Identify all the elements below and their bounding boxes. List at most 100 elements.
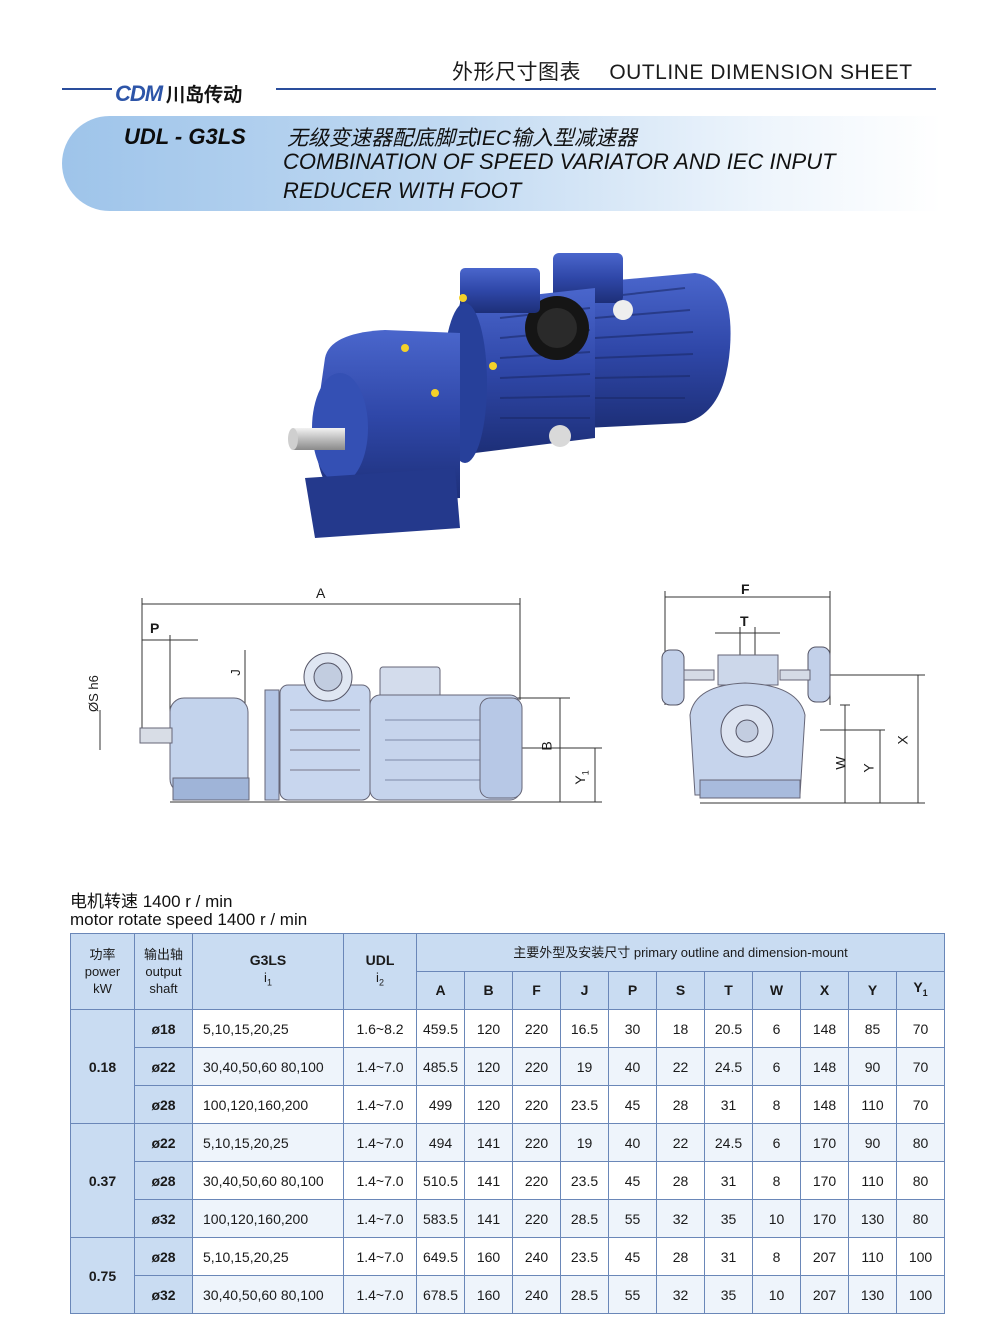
dim-label-y: Y [860,763,877,773]
udl-ratio-cell: 1.4~7.0 [343,1237,417,1276]
dim-cell-t: 24.5 [704,1123,753,1162]
dim-cell-t: 31 [704,1161,753,1200]
dim-cell-p: 45 [608,1161,657,1200]
dim-cell-b: 160 [464,1275,513,1314]
shaft-cell: ø18 [134,1009,193,1048]
dim-cell-j: 23.5 [560,1237,609,1276]
dim-cell-p: 55 [608,1275,657,1314]
dim-cell-y: 100 [896,1237,945,1276]
col-header-a: A [416,971,465,1010]
dim-cell-f: 240 [512,1237,561,1276]
product-title-cn: 无级变速器配底脚式IEC输入型减速器 [287,127,638,150]
product-title-en-line1: COMBINATION OF SPEED VARIATOR AND IEC IN… [283,149,836,174]
g3ls-ratio-cell: 30,40,50,60 80,100 [192,1161,344,1200]
header-rule-right [276,88,936,90]
dim-label-x: X [894,735,911,745]
dim-cell-p: 40 [608,1123,657,1162]
dim-cell-f: 220 [512,1047,561,1086]
dim-cell-t: 35 [704,1275,753,1314]
logo-name: 川岛传动 [166,85,243,106]
dim-cell-s: 22 [656,1047,705,1086]
dim-cell-y: 70 [896,1085,945,1124]
dim-label-a: A [316,585,326,601]
title-banner [62,116,942,211]
g3ls-ratio-cell: 5,10,15,20,25 [192,1123,344,1162]
dim-cell-t: 31 [704,1085,753,1124]
shaft-cell: ø32 [134,1275,193,1314]
g3ls-ratio-cell: 100,120,160,200 [192,1199,344,1238]
dim-cell-t: 20.5 [704,1009,753,1048]
header-rule-left [62,88,112,90]
power-cell: 0.18 [70,1009,135,1124]
dim-label-j: J [227,669,243,676]
dim-label-f: F [741,581,750,597]
dim-cell-j: 23.5 [560,1161,609,1200]
dim-cell-a: 459.5 [416,1009,465,1048]
dim-cell-a: 510.5 [416,1161,465,1200]
side-view-drawing [99,598,602,803]
dim-cell-f: 220 [512,1199,561,1238]
motor-speed-en: motor rotate speed 1400 r / min [70,910,308,929]
dim-cell-j: 19 [560,1047,609,1086]
dim-label-p: P [150,620,160,636]
dim-cell-y: 110 [848,1085,897,1124]
dim-cell-y: 90 [848,1123,897,1162]
dim-cell-y: 110 [848,1161,897,1200]
dim-cell-a: 499 [416,1085,465,1124]
dim-cell-f: 220 [512,1009,561,1048]
product-photo [288,253,731,538]
dim-cell-y: 80 [896,1123,945,1162]
dim-cell-s: 28 [656,1161,705,1200]
dim-cell-s: 18 [656,1009,705,1048]
dim-cell-f: 220 [512,1123,561,1162]
company-logo: CDM 川岛传动 [115,80,242,107]
dim-cell-x: 207 [800,1275,849,1314]
dim-cell-y: 100 [896,1275,945,1314]
col-header-w: W [752,971,801,1010]
dim-cell-p: 45 [608,1085,657,1124]
dim-cell-t: 24.5 [704,1047,753,1086]
dim-cell-y: 85 [848,1009,897,1048]
sheet-title-cn: 外形尺寸图表 [452,61,581,84]
dim-cell-w: 6 [752,1047,801,1086]
shaft-cell: ø28 [134,1161,193,1200]
dim-cell-x: 148 [800,1085,849,1124]
dim-label-w: W [832,756,849,770]
udl-ratio-cell: 1.4~7.0 [343,1047,417,1086]
dim-cell-a: 678.5 [416,1275,465,1314]
col-header-j: J [560,971,609,1010]
col-header-dimensions: 主要外型及安装尺寸 primary outline and dimension-… [416,933,945,972]
dim-cell-x: 170 [800,1161,849,1200]
g3ls-ratio-cell: 30,40,50,60 80,100 [192,1047,344,1086]
dim-cell-j: 16.5 [560,1009,609,1048]
col-header-t: T [704,971,753,1010]
dim-cell-y: 110 [848,1237,897,1276]
dim-cell-x: 148 [800,1009,849,1048]
dim-cell-s: 28 [656,1237,705,1276]
dim-cell-s: 28 [656,1085,705,1124]
shaft-cell: ø32 [134,1199,193,1238]
dim-cell-j: 28.5 [560,1199,609,1238]
dim-cell-x: 170 [800,1123,849,1162]
dim-cell-b: 120 [464,1085,513,1124]
dim-cell-x: 207 [800,1237,849,1276]
dim-cell-s: 22 [656,1123,705,1162]
udl-ratio-cell: 1.4~7.0 [343,1161,417,1200]
shaft-cell: ø28 [134,1237,193,1276]
g3ls-ratio-cell: 5,10,15,20,25 [192,1237,344,1276]
g3ls-ratio-cell: 100,120,160,200 [192,1085,344,1124]
dim-cell-y: 70 [896,1009,945,1048]
g3ls-ratio-cell: 5,10,15,20,25 [192,1009,344,1048]
dim-cell-j: 19 [560,1123,609,1162]
dim-cell-a: 485.5 [416,1047,465,1086]
col-header-y: Y [848,971,897,1010]
g3ls-ratio-cell: 30,40,50,60 80,100 [192,1275,344,1314]
